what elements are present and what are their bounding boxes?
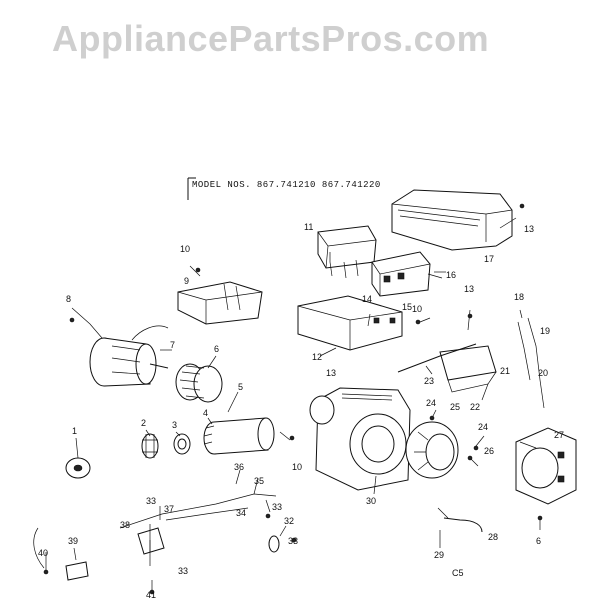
part-coupling [65, 457, 91, 479]
callout-33-d: 33 [178, 566, 188, 576]
callout-28: 28 [488, 532, 498, 542]
callout-35: 35 [254, 476, 264, 486]
callout-26: 26 [484, 446, 494, 456]
part-oil-line [437, 507, 483, 533]
callout-17: 17 [484, 254, 494, 264]
part-cover [391, 189, 513, 251]
callout-13-b: 13 [464, 284, 474, 294]
callout-12: 12 [312, 352, 322, 362]
callout-29: 29 [434, 550, 444, 560]
callout-16: 16 [446, 270, 456, 280]
callout-10-b: 10 [412, 304, 422, 314]
callout-9: 9 [184, 276, 189, 286]
callout-21: 21 [500, 366, 510, 376]
part-air-tube [203, 417, 275, 455]
sheet-code: C5 [452, 568, 464, 578]
callout-11: 11 [304, 222, 313, 232]
callout-33-a: 33 [146, 496, 156, 506]
callout-18: 18 [514, 292, 524, 302]
model-numbers-header: MODEL NOS. 867.741210 867.741220 [192, 180, 381, 190]
part-blower-wheel [175, 363, 223, 403]
callout-24-a: 24 [426, 398, 436, 408]
callout-37: 37 [164, 504, 174, 514]
callout-24-b: 24 [478, 422, 488, 432]
part-oil-pump [515, 427, 577, 505]
watermark-text: AppliancePartsPros.com [52, 18, 490, 59]
callout-13-c: 13 [326, 368, 336, 378]
part-bracket-upper [177, 281, 263, 325]
callout-36: 36 [234, 462, 244, 472]
part-transformer [317, 225, 377, 279]
part-electrode-wire-2 [517, 321, 531, 381]
callout-10-c: 10 [292, 462, 302, 472]
callout-8: 8 [66, 294, 71, 304]
callout-27: 27 [554, 430, 564, 440]
callout-40: 40 [38, 548, 48, 558]
part-mounting-plate [297, 295, 403, 351]
callout-38: 38 [120, 520, 130, 530]
part-burner-housing [309, 387, 411, 491]
part-electrode-wire [527, 317, 545, 409]
callout-6: 6 [214, 344, 219, 354]
part-relay [371, 251, 443, 297]
callout-20: 20 [538, 368, 548, 378]
callout-15: 15 [402, 302, 412, 312]
callout-32: 32 [284, 516, 294, 526]
callout-3: 3 [172, 420, 177, 430]
callout-19: 19 [540, 326, 550, 336]
callout-6-b: 6 [536, 536, 541, 546]
leader-lines [45, 217, 541, 590]
callout-14: 14 [362, 294, 372, 304]
callout-13-a: 13 [524, 224, 534, 234]
callout-39: 39 [68, 536, 78, 546]
header-bracket [187, 177, 196, 200]
part-ignitor-bracket [439, 345, 497, 393]
callout-33-b: 33 [272, 502, 282, 512]
callout-1: 1 [72, 426, 77, 436]
part-end-cone [405, 421, 459, 479]
part-ignitor-tube [397, 343, 477, 373]
part-nozzle-adapter [141, 433, 159, 459]
callout-23: 23 [424, 376, 434, 386]
callout-25: 25 [450, 402, 460, 412]
callout-5: 5 [238, 382, 243, 392]
part-motor [89, 325, 169, 387]
callout-4: 4 [203, 408, 208, 418]
callout-41: 41 [146, 590, 156, 600]
callout-2: 2 [141, 418, 146, 428]
callout-30: 30 [366, 496, 376, 506]
callout-labels: 1 2 3 4 5 6 7 8 9 10 10 10 11 12 13 13 1… [38, 222, 564, 600]
part-gasket [173, 433, 191, 455]
callout-33-c: 33 [288, 536, 298, 546]
part-air-shutter-linkage [33, 493, 280, 581]
callout-7: 7 [170, 340, 175, 350]
callout-34: 34 [236, 508, 246, 518]
callout-10-a: 10 [180, 244, 190, 254]
callout-22: 22 [470, 402, 480, 412]
screw-markers [43, 203, 543, 595]
